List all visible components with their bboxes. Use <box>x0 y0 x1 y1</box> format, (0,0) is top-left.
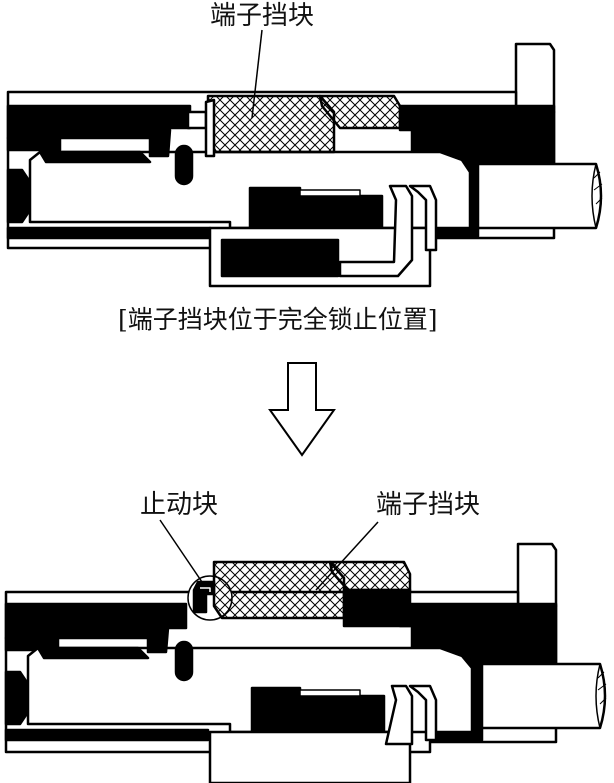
top-housing-flange <box>514 42 556 114</box>
top-terminal-block-label: 端子挡块 <box>210 1 315 31</box>
bottom-cable <box>480 662 607 730</box>
top-state-caption: [端子挡块位于完全锁止位置] <box>118 305 438 334</box>
stopper-label-leader <box>159 519 203 583</box>
top-housing-front-lip <box>6 168 32 224</box>
top-cable <box>476 162 603 230</box>
bottom-housing-flange <box>516 542 558 608</box>
bottom-lance-slot <box>174 640 194 682</box>
top-terminal-hook <box>338 184 414 278</box>
top-lance-slot <box>174 144 194 186</box>
bottom-housing-lower-wall <box>4 728 210 742</box>
bottom-housing-front-lip <box>4 670 30 726</box>
bottom-connector-assembly <box>4 542 607 783</box>
down-arrow-icon <box>268 362 336 457</box>
top-connector-assembly <box>6 42 603 288</box>
bottom-block-label-leader <box>315 521 379 591</box>
bottom-terminal-hook <box>384 684 414 746</box>
top-housing-lower-wall <box>6 226 212 240</box>
bottom-stopper-label: 止动块 <box>140 490 219 520</box>
bottom-terminal-block <box>212 560 346 620</box>
bottom-lower-box <box>208 730 412 783</box>
top-terminal-block <box>206 94 336 154</box>
bottom-terminal-block-label: 端子挡块 <box>376 490 481 520</box>
top-terminal-block-rear <box>318 94 402 130</box>
top-label-leader <box>251 29 263 119</box>
